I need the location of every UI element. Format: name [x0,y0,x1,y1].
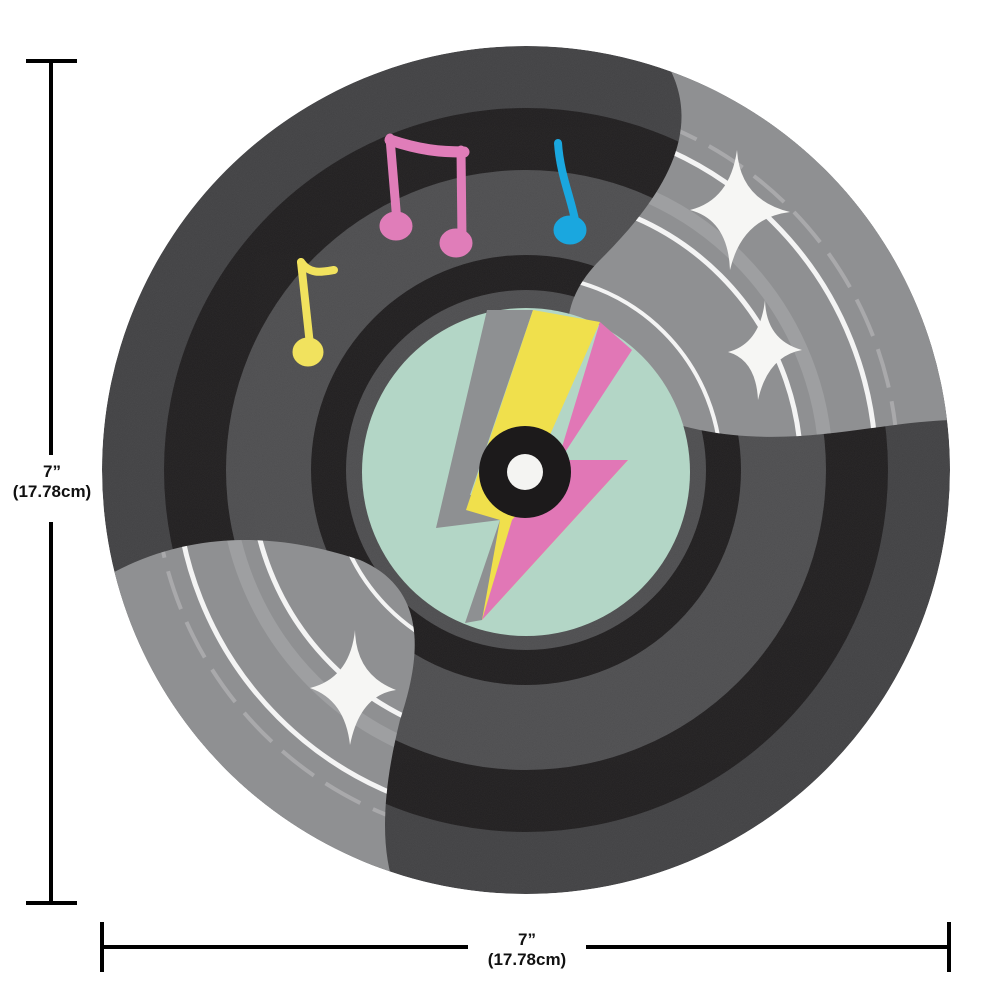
music-note-blue-icon [553,139,587,245]
height-dimension-label: 7” (17.78cm) [2,462,102,502]
height-dimension-line [26,59,77,905]
spindle-hole [507,454,543,490]
width-dimension-label: 7” (17.78cm) [468,930,586,970]
music-note-yellow-icon [292,258,338,367]
plate [102,46,950,894]
sparkle-icon [310,150,802,745]
height-cm: (17.78cm) [12,482,92,501]
music-note-pink-icon [379,133,473,258]
width-inches: 7” [518,930,536,949]
width-dimension-line [100,922,951,972]
height-inches: 7” [43,462,61,481]
width-cm: (17.78cm) [487,950,567,969]
